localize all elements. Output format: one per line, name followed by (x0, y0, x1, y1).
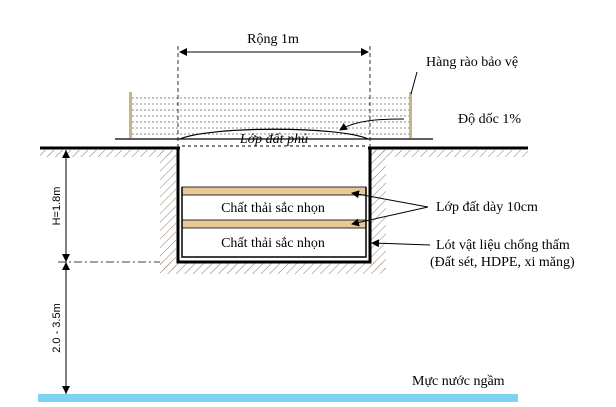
soil-layer-leader-2 (351, 206, 429, 227)
depth-arrow-mid-up (62, 254, 70, 262)
liner-leader (371, 239, 431, 248)
fence-wires (132, 97, 409, 135)
soil-layer-label: Lớp đất dày 10cm (436, 200, 538, 215)
soil-layer-leader-1 (351, 190, 429, 208)
waste-label-1: Chất thải sắc nhọn (221, 201, 325, 216)
fence-post-right (409, 92, 412, 138)
pit-outline (176, 148, 372, 264)
groundwater-band (38, 394, 518, 402)
slope-leader (339, 118, 405, 131)
soil-hatching (40, 150, 528, 274)
fence-leader (410, 71, 418, 95)
cover-mound (179, 128, 369, 140)
depth-arrow-mid-down (62, 262, 70, 270)
groundwater-label: Mực nước ngầm (412, 374, 505, 389)
depth-arrow-top (62, 150, 70, 158)
soil-layer-top (181, 186, 367, 196)
liner-label-line1: Lót vật liệu chống thấm (436, 238, 570, 253)
cover-soil-label: Lớp đất phủ (239, 132, 308, 147)
soil-layer-middle (181, 219, 367, 229)
liner-outline (181, 187, 367, 258)
width-label: Rộng 1m (247, 32, 299, 47)
slope-label: Độ dốc 1% (458, 112, 521, 127)
depth-gw-label: 2.0 - 3.5m (51, 303, 63, 353)
liner-label-line2: (Đất sét, HDPE, xi măng) (430, 255, 575, 270)
depth-arrow-bottom (62, 386, 70, 394)
fence-label: Hàng rào bảo vệ (426, 55, 518, 70)
waste-label-2: Chất thải sắc nhọn (221, 236, 325, 251)
fence-post-left (129, 92, 132, 138)
depth-h-label: H=1.8m (51, 187, 63, 226)
